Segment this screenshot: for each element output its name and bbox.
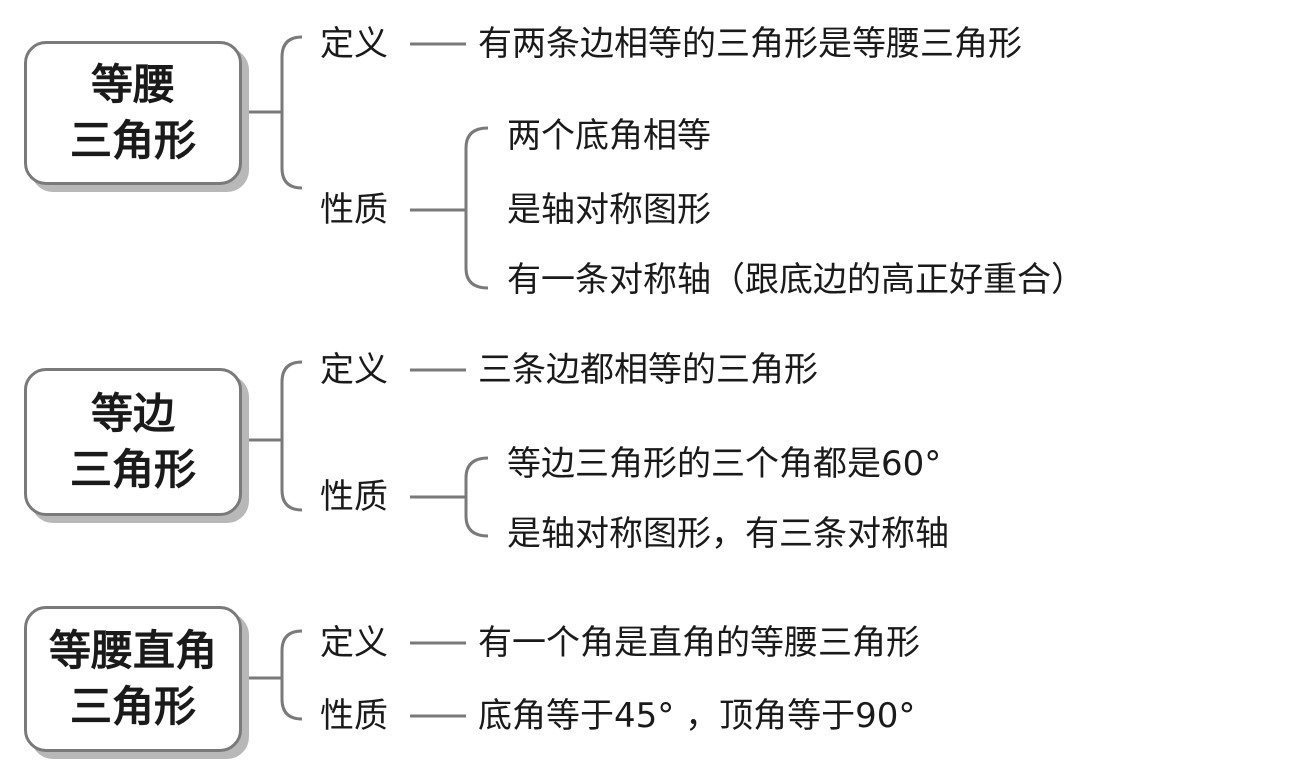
property-item: 是轴对称图形 [507, 190, 711, 230]
bracket [464, 126, 489, 290]
property-item: 是轴对称图形，有三条对称轴 [507, 514, 949, 554]
definition-label: 定义 [320, 24, 388, 64]
concept-title-line1: 等腰直角 [48, 626, 217, 675]
concept-box-isosceles-right: 等腰直角 三角形 [24, 606, 242, 752]
property-item: 等边三角形的三个角都是60° [507, 444, 942, 484]
property-item: 底角等于45° ，顶角等于90° [478, 696, 916, 736]
definition-text: 有一个角是直角的等腰三角形 [478, 623, 920, 663]
bracket [280, 360, 303, 512]
definition-label: 定义 [320, 350, 388, 390]
concept-box-equilateral: 等边 三角形 [24, 368, 242, 516]
concept-title-line1: 等腰 [90, 60, 175, 109]
concept-title-line2: 三角形 [69, 682, 196, 731]
definition-label: 定义 [320, 623, 388, 663]
concept-title-line2: 三角形 [69, 116, 196, 165]
concept-title-line2: 三角形 [69, 445, 196, 494]
definition-text: 三条边都相等的三角形 [478, 350, 818, 390]
property-label: 性质 [320, 477, 388, 517]
property-label: 性质 [320, 190, 388, 230]
concept-title-line1: 等边 [90, 389, 175, 438]
bracket [280, 629, 303, 721]
bracket [280, 35, 303, 190]
concept-box-isosceles: 等腰 三角形 [24, 41, 242, 185]
property-label: 性质 [320, 696, 388, 736]
property-item: 两个底角相等 [507, 116, 711, 156]
property-item: 有一条对称轴（跟底边的高正好重合） [507, 260, 1085, 300]
bracket [464, 456, 489, 538]
definition-text: 有两条边相等的三角形是等腰三角形 [478, 24, 1022, 64]
